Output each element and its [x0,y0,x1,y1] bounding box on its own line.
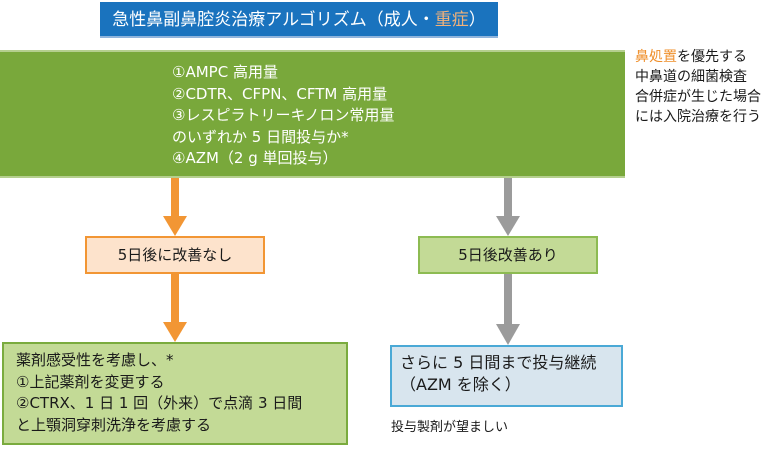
arrow-main-to-improvement [496,178,520,236]
treatment-line: ②CDTR、CFPN、CFTM 高用量 [172,84,388,103]
treatment-line: ④AZM（2 g 単回投与） [172,149,338,167]
initial-treatment-box: ①AMPC 高用量 ②CDTR、CFPN、CFTM 高用量 ③レスピラトリーキノ… [0,50,625,178]
arrow-improvement-to-action [496,274,520,345]
arrow-main-to-no-improvement [163,178,187,236]
action-line: さらに 5 日間まで投与継続 [400,353,597,372]
action-line: ①上記薬剤を変更する [16,372,165,391]
side-note-text: を優先する [677,49,747,65]
improvement-box: 5日後改善あり [418,236,598,274]
action-line: ②CTRX、1 日 1 回（外来）で点滴 3 日間 [16,394,303,412]
title-accent-severe: 重症 [434,10,469,30]
side-note-text: 合併症が生じた場合 [635,89,761,105]
action-line: 薬剤感受性を考慮し、* [16,351,174,369]
no-improvement-action-box: 薬剤感受性を考慮し、* ①上記薬剤を変更する ②CTRX、1 日 1 回（外来）… [2,342,348,445]
side-note-text: 中鼻道の細菌検査 [635,69,747,85]
treatment-line: のいずれか 5 日間投与か* [172,127,349,146]
arrow-no-improvement-to-action [163,274,187,342]
side-note: 鼻処置を優先する 中鼻道の細菌検査 合併症が生じた場合 には入院治療を行う [635,47,761,127]
improvement-action-box: さらに 5 日間まで投与継続 （AZM を除く） [390,345,623,407]
title-main: 急性鼻副鼻腔炎治療アルゴリズム（成人・ [112,10,435,30]
side-note-accent: 鼻処置 [635,49,677,65]
no-improvement-box: 5日後に改善なし [85,236,265,274]
side-note-text: には入院治療を行う [635,109,761,125]
action-line: （AZM を除く） [400,375,521,394]
title-close: ） [468,10,486,30]
action-line: と上顎洞穿刺洗浄を考慮する [16,415,212,434]
treatment-line: ①AMPC 高用量 [172,63,278,81]
algorithm-title: 急性鼻副鼻腔炎治療アルゴリズム（成人・重症） [100,2,498,38]
improvement-footnote: 投与製剤が望ましい [391,420,509,435]
treatment-line: ③レスピラトリーキノロン常用量 [172,106,395,124]
